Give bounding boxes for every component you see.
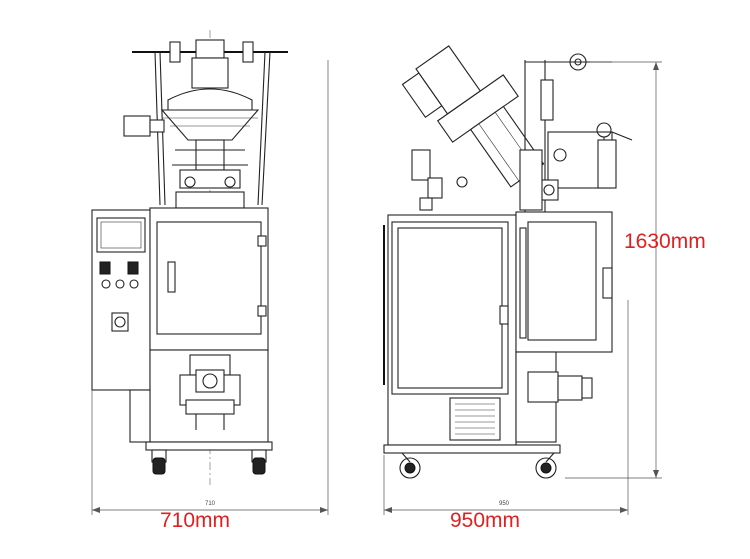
side-view	[383, 45, 662, 515]
width-front-small-label: 710	[205, 501, 216, 507]
width-front-label: 710mm	[160, 509, 231, 532]
width-side-label: 950mm	[450, 509, 521, 532]
width-side-small-label: 950	[499, 501, 510, 507]
height-label: 1630mm	[624, 230, 706, 253]
front-view	[91, 30, 329, 515]
